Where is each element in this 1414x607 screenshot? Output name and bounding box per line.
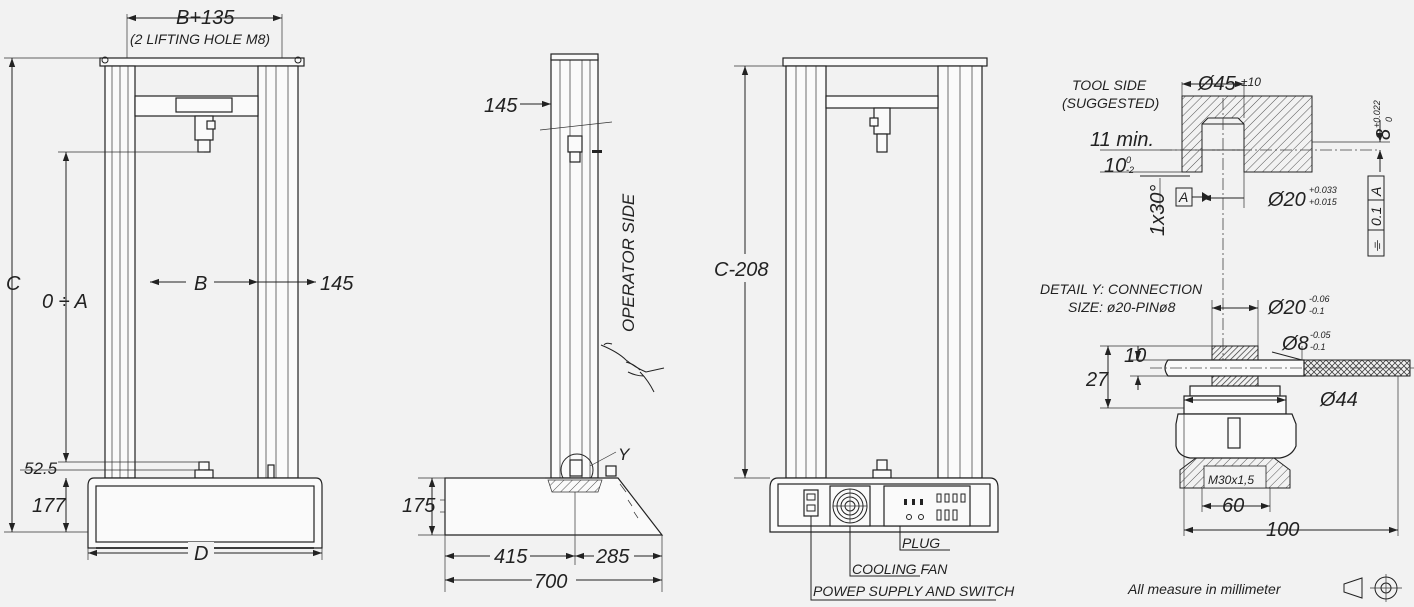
tool-hatched-block: [1181, 95, 1313, 173]
fcf-symbol: ⌯: [1368, 240, 1384, 252]
bore-tol-label: ±10: [1241, 75, 1261, 89]
rear-height-dim-label: C-208: [714, 259, 768, 281]
dim-100-label: 100: [1266, 519, 1299, 541]
side-front-depth-label: 415: [494, 546, 528, 568]
pin-dia-label: Ø20: [1267, 189, 1306, 211]
fcf-datum: A: [1368, 187, 1384, 197]
tool-side-title: TOOL SIDE: [1072, 77, 1147, 93]
front-top-plate: [99, 57, 305, 67]
front-base-dim-label: 177: [32, 495, 66, 517]
side-column: [550, 57, 599, 479]
connection-detail: DETAIL Y: CONNECTION SIZE: ø20-PINø8 Ø20…: [1040, 281, 1414, 541]
front-height-dim-label: C: [6, 273, 21, 295]
operator-side-label: OPERATOR SIDE: [619, 193, 638, 332]
depth-10-tol-lower: -2: [1126, 165, 1134, 175]
tool-side-subtitle: (SUGGESTED): [1062, 95, 1159, 111]
datum-a-label: A: [1178, 189, 1188, 205]
front-top-dim-label: B+135: [176, 7, 235, 29]
pin-dia-label-y: Ø8: [1281, 333, 1309, 355]
power-supply-callout: POWEP SUPPLY AND SWITCH: [813, 583, 1015, 599]
dim-60-label: 60: [1222, 495, 1244, 517]
side-base-height-label: 175: [402, 495, 436, 517]
bore-dia-label: Ø45: [1197, 73, 1237, 95]
connection-title: DETAIL Y: CONNECTION: [1040, 281, 1203, 297]
front-low-dim-label: 52.5: [24, 459, 58, 478]
depth-10-tol-upper: 0: [1126, 155, 1131, 165]
side-top-offset-label: 145: [484, 95, 518, 117]
plug-callout: PLUG: [902, 535, 940, 551]
side-total-depth-label: 700: [534, 571, 567, 593]
cooling-fan-callout: COOLING FAN: [852, 561, 948, 577]
depth-min-label: 11 min.: [1090, 129, 1154, 151]
side-view: Y OPERATOR SIDE 145 175 415 285 700: [402, 53, 665, 593]
feature-control-frame: ⌯ 0.1 A: [1367, 175, 1385, 257]
offset-8-tol-lower: 0: [1384, 117, 1394, 122]
front-stroke-dim-label: 0 ÷ A: [42, 291, 88, 313]
detail-y-marker: Y: [618, 445, 631, 464]
collar: [1183, 395, 1287, 415]
pin-tol-lower-y: -0.1: [1310, 342, 1326, 352]
units-note: All measure in millimeter: [1127, 581, 1282, 597]
connection-subtitle: SIZE: ø20-PINø8: [1068, 299, 1176, 315]
rear-top-plate: [782, 57, 988, 67]
operator-hand-icon: [600, 342, 665, 393]
front-view: B+135 (2 LIFTING HOLE M8) C 0 ÷ A B 145 …: [4, 7, 354, 565]
thread-label: M30x1,5: [1208, 473, 1254, 487]
pin-tol-upper-y: -0.05: [1310, 330, 1332, 340]
collar-dia-label: Ø44: [1319, 389, 1358, 411]
shaft-tol-upper: -0.06: [1309, 294, 1330, 304]
offset-8-tol-upper: +0.022: [1372, 100, 1382, 128]
projection-symbol-cone-icon: [1343, 577, 1363, 599]
dim-10-label: 10: [1124, 345, 1146, 367]
front-width-dim-label: B: [194, 273, 207, 295]
dim-27-label: 27: [1085, 369, 1109, 391]
front-column-dim-label: 145: [320, 273, 354, 295]
front-base-width-dim-label: D: [194, 543, 208, 565]
fcf-value: 0.1: [1368, 207, 1384, 226]
front-right-column: [257, 65, 299, 479]
pin-tol-upper: +0.033: [1309, 185, 1337, 195]
tool-side-detail: TOOL SIDE (SUGGESTED) Ø45 ±10 11 min. 10…: [1062, 73, 1395, 360]
pin-tol-lower: +0.015: [1309, 197, 1338, 207]
plug-panel-icon: [883, 485, 971, 527]
offset-8-label: 8: [1373, 129, 1395, 140]
shaft-dia-label: Ø20: [1267, 297, 1306, 319]
chamfer-label: 1x30°: [1147, 185, 1169, 236]
rear-crosshead: [825, 95, 939, 109]
lifting-hole-icon: [101, 56, 109, 64]
shaft-tol-lower: -0.1: [1309, 306, 1325, 316]
footer: All measure in millimeter: [1127, 574, 1402, 602]
depth-10-label: 10: [1104, 155, 1126, 177]
lifting-hole-label: (2 LIFTING HOLE M8): [130, 31, 270, 47]
rear-view: C-208 PLUG COOLING FAN POWEP SUPPLY AND …: [712, 57, 1015, 601]
side-rear-depth-label: 285: [595, 546, 630, 568]
lifting-hole-icon: [294, 56, 302, 64]
